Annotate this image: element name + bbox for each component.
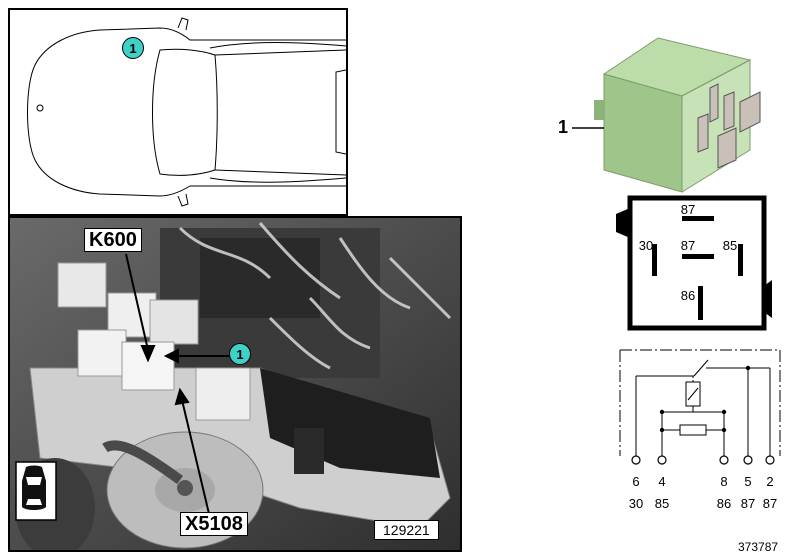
- pin-label-87-top: 87: [680, 202, 696, 217]
- relay-circuit-schematic: [619, 349, 781, 465]
- pin-label-87-center: 87: [680, 238, 696, 253]
- schematic-terminal-30: 30: [628, 496, 644, 511]
- diagram-number: 373787: [738, 540, 779, 554]
- part-number-label: 1: [558, 117, 569, 137]
- car-top-view-icon: [22, 465, 46, 510]
- relay-k600-label: K600: [84, 228, 142, 252]
- car-location-callout[interactable]: 1: [122, 37, 144, 59]
- pin-label-86: 86: [680, 288, 696, 303]
- car-overview-panel: [8, 8, 348, 216]
- part-leader-line: [572, 127, 604, 129]
- relay-part-image: [594, 37, 761, 193]
- relay-location-callout[interactable]: 1: [229, 343, 251, 365]
- schematic-pin-6: 6: [632, 474, 640, 489]
- schematic-pin-2: 2: [766, 474, 774, 489]
- schematic-pin-5: 5: [744, 474, 752, 489]
- schematic-pin-4: 4: [658, 474, 666, 489]
- pin-label-85: 85: [722, 238, 738, 253]
- engine-bay-photo: [8, 216, 462, 552]
- schematic-pin-8: 8: [720, 474, 728, 489]
- pin-label-30: 30: [638, 238, 654, 253]
- car-outline-icon: [27, 17, 347, 207]
- relay-pin-face: 87 30 87 85 86: [612, 194, 772, 334]
- schematic-terminal-87b: 87: [762, 496, 778, 511]
- engine-bay-illustration: [10, 218, 460, 550]
- schematic-terminal-86: 86: [716, 496, 732, 511]
- schematic-terminal-85: 85: [654, 496, 670, 511]
- connector-x5108-label: X5108: [180, 512, 248, 536]
- schematic-terminal-87: 87: [740, 496, 756, 511]
- photo-image-number: 129221: [374, 520, 439, 540]
